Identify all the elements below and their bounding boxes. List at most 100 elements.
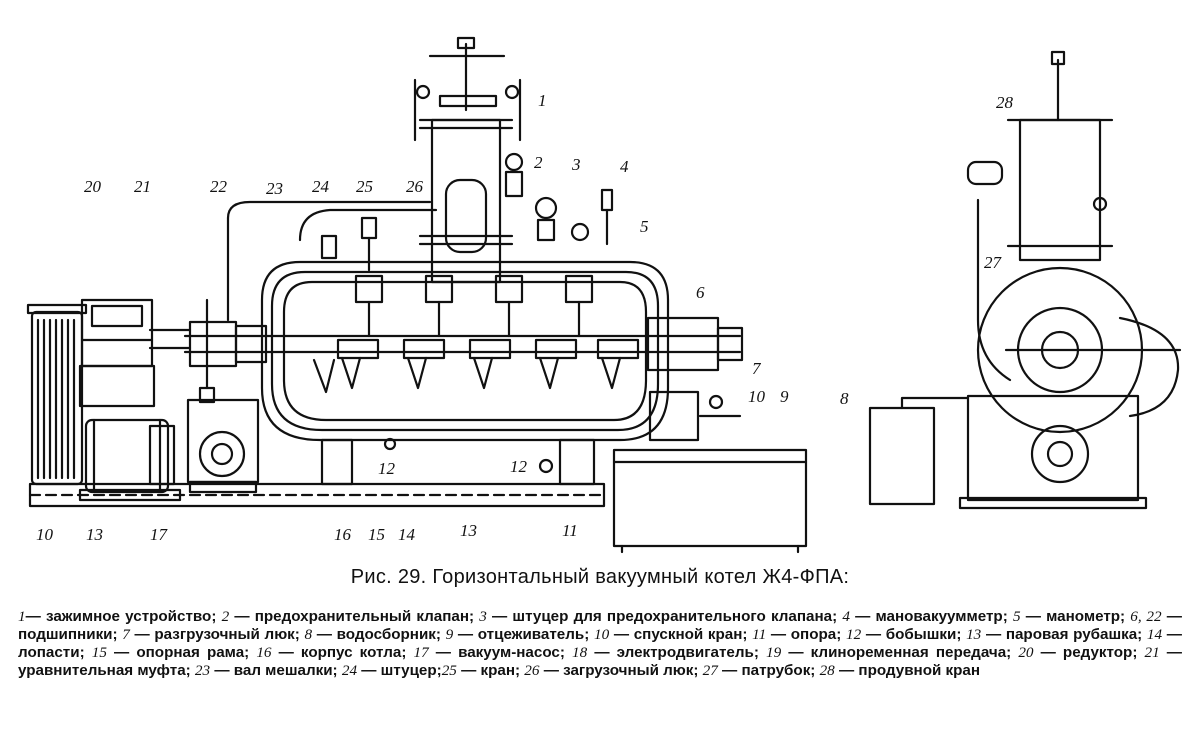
callout-2: 2 [534,153,543,172]
legend-item-text: — вакуум-насос; [428,644,573,661]
legend-item-number: 7 [122,626,130,643]
legend-item: 1— зажимное устройство; [18,608,222,625]
legend-item: 10 — спускной кран; [594,626,752,643]
callout-4: 4 [620,157,629,176]
callout-15: 15 [368,525,385,544]
legend-item: 19 — клиноременная передача; [766,644,1018,661]
legend-item-number: 2 [221,608,230,625]
callout-16: 16 [334,525,352,544]
agitator-shaft [183,316,744,372]
support-frame [28,437,606,508]
callout-1: 1 [538,91,547,110]
legend-item-number: 12 [845,626,862,643]
legend-item: 16 — корпус котла; [256,644,413,661]
legend-item-number: 8 [304,626,313,643]
v-belt-drive [26,303,88,486]
legend-item-text: — штуцер для предохранительного клапана; [486,608,843,625]
legend-item: 17 — вакуум-насос; [413,644,572,661]
callout-28: 28 [996,93,1014,112]
callout-12-left: 12 [378,459,396,478]
legend-item: 14 — лопасти; [18,626,1182,661]
legend-item-text: — опора; [766,626,846,643]
legend-item: 23 — вал мешалки; [195,662,342,679]
callout-24: 24 [312,177,330,196]
legend-item-text: — штуцер; [357,662,442,679]
legend-item: 9 — отцеживатель; [446,626,594,643]
legend-item-text: — разгрузочный люк; [129,626,305,643]
vacuum-pump [186,298,260,494]
legend-item-text: — кран; [456,662,525,679]
loading-hatch [413,78,522,284]
legend-item: 28 — продувной кран [820,662,980,679]
legend-item: 15 — опорная рама; [92,644,257,661]
legend-item-text: — предохранительный клапан; [229,608,480,625]
legend-item-text: — спускной кран; [609,626,753,643]
legend-item-text: — паровая рубашка; [981,626,1147,643]
electric-motor [78,418,182,502]
legend-item-number: 28 [819,662,835,679]
legend-item-number: 10 [593,626,610,643]
paddles [312,274,640,394]
callout-11: 11 [562,521,578,540]
reducer [78,298,192,408]
legend-item: 27 — патрубок; [703,662,820,679]
legend-item-number: 27 [702,662,718,679]
legend-item-text: — бобышки; [861,626,967,643]
callout-20: 20 [84,177,102,196]
legend-item: 7 — разгрузочный люк; [122,626,304,643]
legend-item-text: — клиноременная передача; [781,644,1019,661]
callout-26: 26 [406,177,424,196]
figure-legend: 1— зажимное устройство; 2 — предохраните… [18,608,1182,680]
callout-3: 3 [571,155,581,174]
boiler-technical-drawing: 1 2 3 4 5 6 7 8 9 10 10 13 17 16 15 14 1… [26,36,1182,554]
legend-item: 11 — опора; [752,626,846,643]
fittings [226,152,614,322]
legend-item: 25 — кран; [442,662,525,679]
legend-item-text: — редуктор; [1033,644,1145,661]
legend-item-number: 9 [445,626,454,643]
legend-item-text: — подшипники; [18,608,1182,643]
callout-10-right: 10 [748,387,766,406]
legend-item-text: — патрубок; [717,662,820,679]
callout-21: 21 [134,177,151,196]
legend-item-number: 5 [1012,608,1021,625]
legend-item-number: 25 [441,662,457,679]
legend-item: 2 — предохранительный клапан; [222,608,480,625]
legend-item-number: 3 [479,608,487,625]
legend-item-text: — уравнительная муфта; [18,644,1182,679]
callout-12-right: 12 [510,457,528,476]
legend-item-text: — манометр; [1020,608,1131,625]
legend-item: 3 — штуцер для предохранительного клапан… [479,608,842,625]
legend-item: 21 — уравнительная муфта; [18,644,1182,679]
legend-item-text: — лопасти; [18,626,1182,661]
callout-22: 22 [210,177,228,196]
figure-caption: Рис. 29. Горизонтальный вакуумный котел … [350,566,850,588]
legend-item-text: — корпус котла; [271,644,414,661]
legend-item-number: 1 [18,608,26,625]
legend-item: 13 — паровая рубашка; [966,626,1147,643]
legend-item-number: 16 [256,644,272,661]
legend-item-text: — электродвигатель; [587,644,767,661]
legend-item-text: — мановакуумметр; [849,608,1013,625]
unloading-hatch [648,390,742,442]
callout-23: 23 [266,179,283,198]
boiler-body [260,260,670,442]
legend-item-text: — вал мешалки; [210,662,342,679]
legend-item-number: 23 [194,662,211,679]
callout-14: 14 [398,525,416,544]
callout-17: 17 [150,525,169,544]
legend-item-number: 13 [966,626,982,643]
legend-item-number: 21 [1144,644,1160,661]
clamping-device [415,36,520,112]
legend-item: 5 — манометр; [1013,608,1130,625]
callout-27: 27 [984,253,1003,272]
legend-item-number: 26 [524,662,540,679]
legend-item: 24 — штуцер; [342,662,442,679]
legend-item: 20 — редуктор; [1018,644,1144,661]
legend-item-number: 15 [91,644,107,661]
callout-25: 25 [356,177,373,196]
legend-item-text: — опорная рама; [106,644,257,661]
legend-item: 26 — загрузочный люк; [524,662,702,679]
callout-6: 6 [696,283,705,302]
legend-item-number: 14 [1146,626,1163,643]
